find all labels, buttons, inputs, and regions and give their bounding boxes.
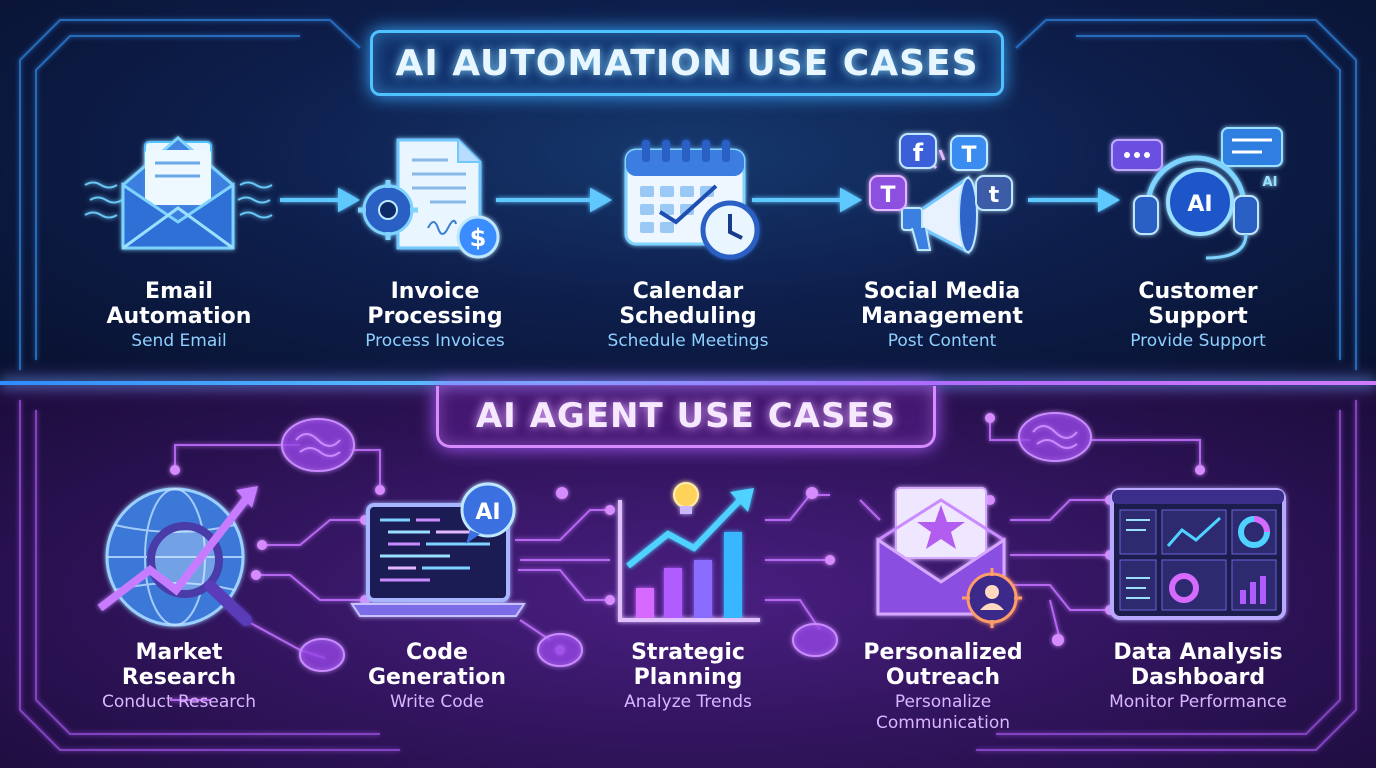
megaphone-icon xyxy=(901,149,978,255)
dashboard-icon xyxy=(1110,488,1286,620)
social-t-purple-icon: T xyxy=(869,175,907,211)
lightbulb-icon xyxy=(673,482,699,514)
customer-support-label: Customer Support Provide Support xyxy=(1130,279,1266,351)
ai-chip-icon: AI xyxy=(1187,192,1212,217)
svg-text:t: t xyxy=(989,183,1000,208)
headset-icon: AI AI xyxy=(1111,127,1283,260)
data-analysis-dashboard-label: Data Analysis Dashboard Monitor Performa… xyxy=(1109,640,1287,712)
growth-chart-icon xyxy=(618,482,760,622)
globe-magnifier-icon xyxy=(97,486,258,627)
brain-icon xyxy=(299,638,345,672)
code-generation-label: Code Generation Write Code xyxy=(367,640,507,712)
brain-icon xyxy=(792,623,838,657)
outreach-envelope-icon xyxy=(876,487,1022,628)
svg-text:T: T xyxy=(961,143,976,168)
invoice-processing-label: Invoice Processing Process Invoices xyxy=(365,279,505,351)
svg-text:f: f xyxy=(913,139,924,167)
dollar-icon: $ xyxy=(470,224,487,252)
calendar-icon xyxy=(624,140,760,260)
brain-icon xyxy=(537,633,583,667)
svg-text:T: T xyxy=(880,183,895,208)
ai-bubble-icon: AI xyxy=(475,500,500,525)
social-t-icon: T xyxy=(950,135,988,171)
social-media-management-label: Social Media Management Post Content xyxy=(861,279,1023,351)
svg-text:AI: AI xyxy=(1263,175,1278,190)
envelope-icon xyxy=(84,136,273,250)
brain-icon xyxy=(281,418,355,472)
section-divider xyxy=(0,381,1376,385)
calendar-scheduling-label: Calendar Scheduling Schedule Meetings xyxy=(607,279,769,351)
automation-title: AI AUTOMATION USE CASES xyxy=(370,30,1004,96)
user-target-icon xyxy=(962,568,1022,628)
market-research-label: Market Research Conduct Research xyxy=(101,640,256,712)
brain-icon xyxy=(1018,412,1092,462)
agent-title: AI AGENT USE CASES xyxy=(436,386,936,448)
tumblr-icon: t xyxy=(975,175,1013,211)
strategic-planning-label: Strategic Planning Analyze Trends xyxy=(624,640,752,712)
invoice-icon: $ xyxy=(358,138,500,259)
laptop-code-icon: AI xyxy=(350,482,526,617)
personalized-outreach-label: Personalized Outreach Personalize Commun… xyxy=(863,640,1023,733)
email-automation-label: Email Automation Send Email xyxy=(106,279,252,351)
facebook-icon: f xyxy=(899,133,937,169)
